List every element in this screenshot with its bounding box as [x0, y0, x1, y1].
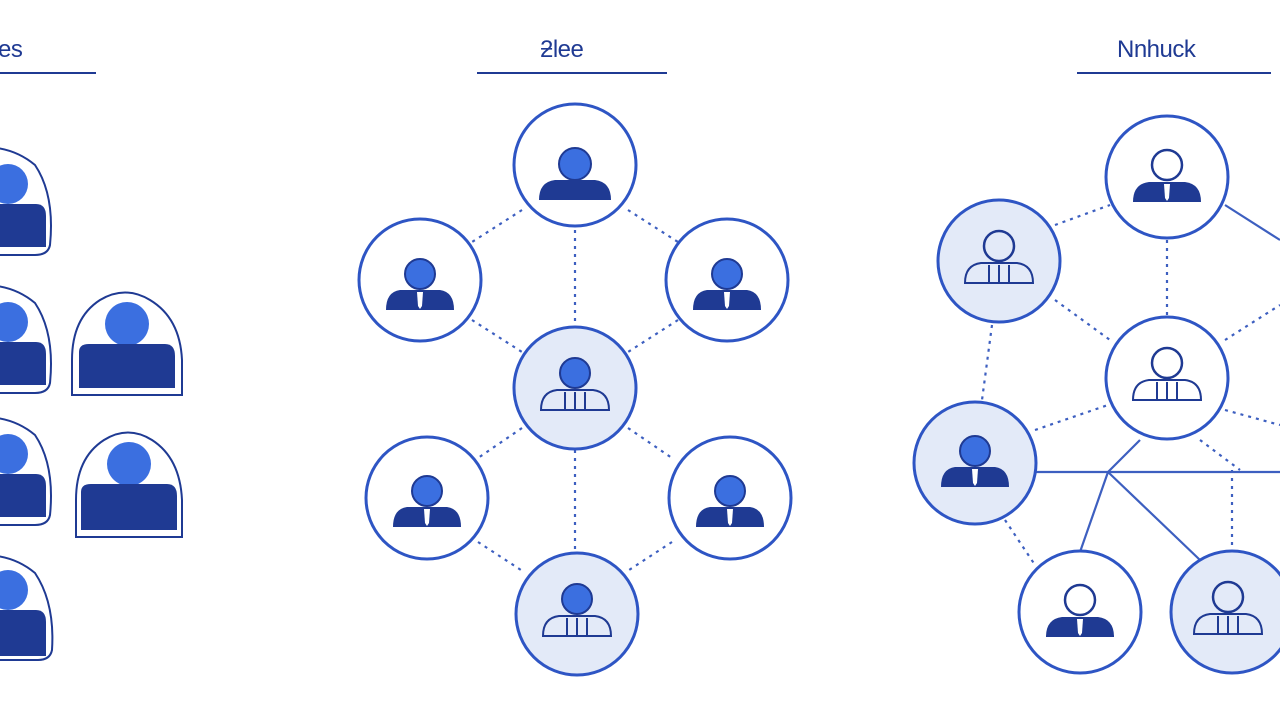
title-underline-left	[0, 72, 96, 74]
left-node-1	[0, 147, 52, 256]
center-edges	[471, 209, 679, 573]
center-node-middle	[512, 325, 638, 451]
left-node-3	[71, 291, 183, 396]
center-node-top	[512, 102, 638, 228]
left-node-group	[0, 147, 183, 661]
center-node-right-lower	[667, 435, 793, 561]
center-node-left-upper	[357, 217, 483, 343]
panel-title-left: es	[0, 36, 23, 63]
left-node-2	[0, 285, 52, 394]
panel-title-center: ƻlee	[540, 36, 584, 63]
right-edges-dashed	[980, 203, 1280, 566]
left-node-5	[75, 431, 183, 538]
center-node-group	[357, 102, 793, 677]
left-node-6	[0, 555, 54, 661]
center-node-bottom	[514, 551, 640, 677]
right-node-left-upper	[936, 198, 1062, 324]
right-node-left-lower	[912, 400, 1038, 526]
person-icon	[0, 570, 46, 656]
person-icon	[79, 302, 175, 388]
right-node-bottom	[1017, 549, 1143, 675]
title-underline-right	[1077, 72, 1271, 74]
person-icon	[0, 434, 46, 517]
person-icon	[81, 442, 177, 530]
left-node-4	[0, 417, 52, 526]
right-node-bottom-right	[1169, 549, 1280, 675]
right-node-group	[912, 114, 1280, 675]
right-node-top	[1104, 114, 1230, 240]
person-icon	[0, 302, 46, 385]
right-edges-solid	[1035, 204, 1280, 561]
center-node-right-upper	[664, 217, 790, 343]
person-icon	[0, 164, 46, 247]
center-node-left-lower	[364, 435, 490, 561]
right-node-middle	[1104, 315, 1230, 441]
panel-title-right: Nnhuck	[1117, 36, 1196, 63]
title-underline-center	[477, 72, 667, 74]
